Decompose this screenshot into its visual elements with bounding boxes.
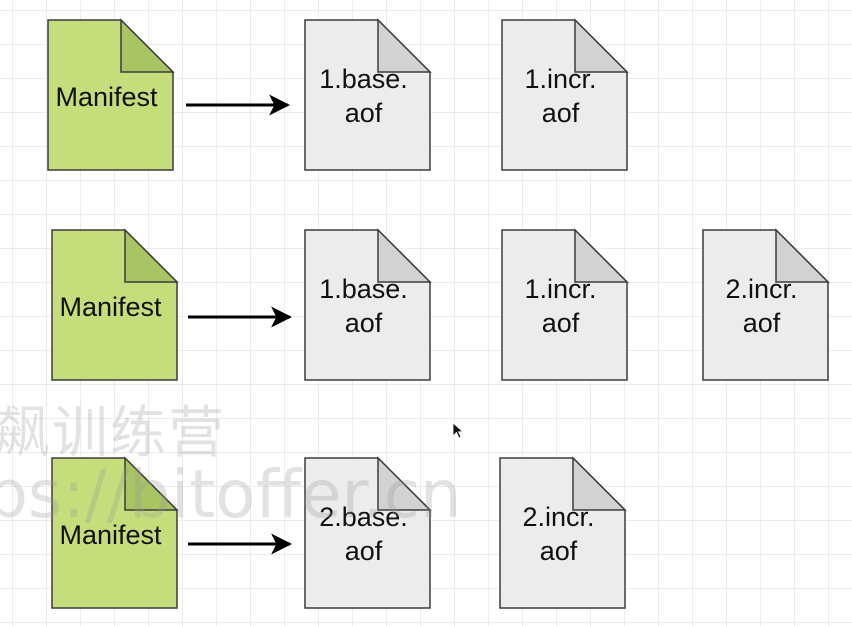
aof-file-row1-1-body [304, 19, 431, 171]
aof-file-row2-3-fold [775, 228, 830, 283]
aof-file-row2-1-label-line2: aof [345, 308, 383, 338]
aof-file-row2-2-fold [574, 228, 629, 283]
aof-file-row1-1-label-line1: 1.base. [319, 64, 408, 94]
aof-file-row1-2: 1.incr. aof [501, 18, 629, 171]
aof-file-row2-3-label-line1: 2.incr. [725, 274, 797, 304]
manifest-icon-row3-label-line1: Manifest [59, 520, 162, 550]
aof-file-row3-1-body [304, 457, 431, 609]
aof-file-row2-2-body [501, 229, 628, 381]
aof-file-row1-2-body [501, 19, 628, 171]
aof-file-row2-1-fold [377, 228, 432, 283]
aof-file-row3-1-fold [377, 456, 432, 511]
manifest-icon-row2-fold [124, 228, 179, 283]
aof-file-row2-3: 2.incr. aof [702, 228, 830, 381]
aof-file-row3-1: 2.base. aof [304, 456, 432, 609]
aof-file-row1-1-label-line2: aof [345, 98, 383, 128]
aof-file-row2-2: 1.incr. aof [501, 228, 629, 381]
aof-file-row2-1-body [304, 229, 431, 381]
aof-file-row3-2-label-line1: 2.incr. [522, 502, 594, 532]
aof-file-row1-2-fold [574, 18, 629, 73]
aof-file-row2-3-body [702, 229, 829, 381]
aof-file-row1-2-label-line2: aof [542, 98, 580, 128]
aof-file-row1-2-label-line1: 1.incr. [524, 64, 596, 94]
aof-file-row2-1-label-line1: 1.base. [319, 274, 408, 304]
aof-file-row3-2-fold [572, 456, 627, 511]
manifest-icon-row1: Manifest [47, 18, 175, 171]
manifest-icon-row3: Manifest [51, 456, 179, 609]
manifest-icon-row3-fold [124, 456, 179, 511]
aof-file-row1-1-fold [377, 18, 432, 73]
aof-file-row3-1-label-line1: 2.base. [319, 502, 408, 532]
manifest-icon-row2-label-line1: Manifest [59, 292, 162, 322]
aof-file-row2-2-label-line2: aof [542, 308, 580, 338]
aof-file-row1-1: 1.base. aof [304, 18, 432, 171]
aof-file-row2-3-label-line2: aof [743, 308, 781, 338]
manifest-icon-row1-label-line1: Manifest [55, 82, 158, 112]
aof-file-row2-2-label-line1: 1.incr. [524, 274, 596, 304]
aof-file-row3-2-label-line2: aof [540, 536, 578, 566]
aof-file-row3-2: 2.incr. aof [499, 456, 627, 609]
aof-file-row2-1: 1.base. aof [304, 228, 432, 381]
aof-file-row3-1-label-line2: aof [345, 536, 383, 566]
aof-file-row3-2-body [499, 457, 626, 609]
manifest-icon-row1-fold [120, 18, 175, 73]
mouse-cursor-icon [452, 422, 465, 439]
manifest-icon-row2: Manifest [51, 228, 179, 381]
